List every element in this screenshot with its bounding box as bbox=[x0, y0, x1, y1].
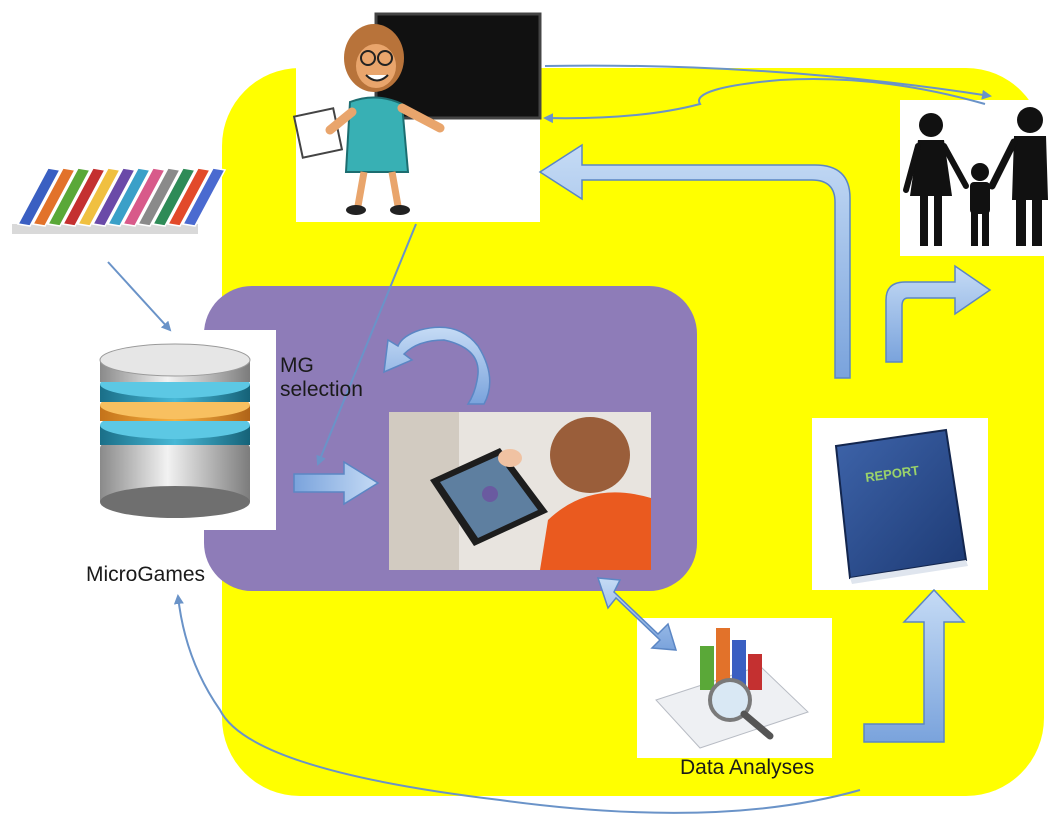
teacher-icon bbox=[292, 12, 542, 222]
book-spine bbox=[16, 167, 62, 227]
report-book-label: REPORT bbox=[864, 463, 920, 485]
database-icon bbox=[86, 330, 276, 530]
microgames-label: MicroGames bbox=[86, 563, 206, 586]
mg-selection-line2: selection bbox=[280, 377, 363, 401]
book-spine bbox=[151, 167, 197, 227]
child-with-tablet-icon bbox=[389, 412, 651, 570]
thin-arrow-teacher-to-tablet bbox=[316, 223, 417, 466]
book-spine bbox=[61, 167, 107, 227]
book-spine bbox=[76, 167, 122, 227]
mg-selection-line1: MG bbox=[280, 354, 314, 377]
book-spine bbox=[31, 167, 77, 227]
book-spine bbox=[91, 167, 137, 227]
book-spine bbox=[106, 167, 152, 227]
book-spine bbox=[121, 167, 167, 227]
thin-arrow-family-to-teacher bbox=[543, 78, 986, 124]
book-spine bbox=[181, 167, 227, 227]
family-icon bbox=[900, 100, 1054, 256]
arrow-tablet-data-bidirectional bbox=[596, 577, 678, 651]
books-stack-icon bbox=[10, 155, 227, 261]
arrow-loop-selection bbox=[383, 326, 491, 405]
arrow-report-to-family bbox=[885, 264, 992, 363]
book-spine bbox=[46, 167, 92, 227]
book-spine bbox=[166, 167, 212, 227]
arrow-report-to-teacher bbox=[538, 143, 851, 379]
mg-selection-label: MG selection bbox=[280, 354, 400, 401]
thin-arrow-data-to-microgames bbox=[173, 594, 861, 814]
book-spine bbox=[136, 167, 182, 227]
thin-arrow-teacher-to-family bbox=[544, 64, 992, 100]
arrow-db-to-tablet bbox=[293, 460, 380, 506]
thin-arrow-books-to-db bbox=[107, 261, 172, 332]
data-analyses-label: Data Analyses bbox=[680, 756, 815, 779]
arrow-data-to-report bbox=[863, 588, 966, 743]
report-book-icon: REPORT bbox=[812, 418, 988, 590]
